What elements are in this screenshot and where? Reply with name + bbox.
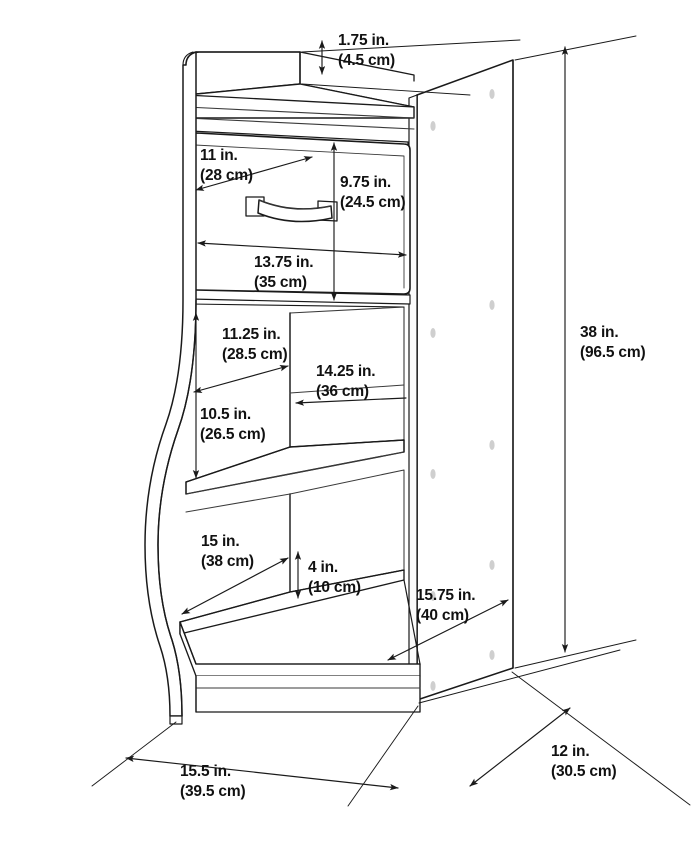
dim-label-shelf-depth: 11.25 in. (28.5 cm) (222, 326, 288, 363)
dim-label-backsplash-height: 1.75 in. (4.5 cm) (338, 32, 395, 69)
dim-label-drawer-width: 13.75 in. (35 cm) (254, 254, 314, 291)
left-side-panel (144, 51, 197, 717)
furniture-body (144, 51, 514, 725)
dimline-overall-height (514, 35, 637, 669)
dim-label-bin-depth: 15 in. (38 cm) (201, 533, 254, 570)
dimline-overall-width (91, 705, 419, 807)
dim-label-overall-width: 15.5 in. (39.5 cm) (180, 763, 246, 800)
dimline-shelf-depth (193, 365, 289, 393)
dimline-overall-depth (418, 649, 691, 806)
dimension-lines (91, 35, 691, 807)
dimline-shelf-width (295, 397, 407, 406)
top-surface (185, 83, 415, 130)
left-panel-foot (169, 715, 183, 725)
dimline-side-panel-height (387, 599, 509, 661)
dim-label-drawer-height: 9.75 in. (24.5 cm) (340, 174, 406, 211)
dim-label-bin-height: 4 in. (10 cm) (308, 559, 361, 596)
dim-label-overall-height: 38 in. (96.5 cm) (580, 324, 646, 361)
dimline-drawer-depth (195, 156, 313, 191)
dim-label-shelf-width: 14.25 in. (36 cm) (316, 363, 376, 400)
dim-label-drawer-depth: 11 in. (28 cm) (200, 147, 253, 184)
dim-label-overall-depth: 12 in. (30.5 cm) (551, 743, 617, 780)
dim-label-shelf-height: 10.5 in. (26.5 cm) (200, 406, 266, 443)
dimline-drawer-width (197, 240, 407, 258)
dimline-bin-depth (181, 557, 289, 615)
dimline-backsplash-height (301, 39, 521, 96)
dim-label-side-panel-height: 15.75 in. (40 cm) (416, 587, 476, 624)
middle-shelf-compartment (185, 303, 405, 495)
lower-bin (179, 469, 421, 713)
